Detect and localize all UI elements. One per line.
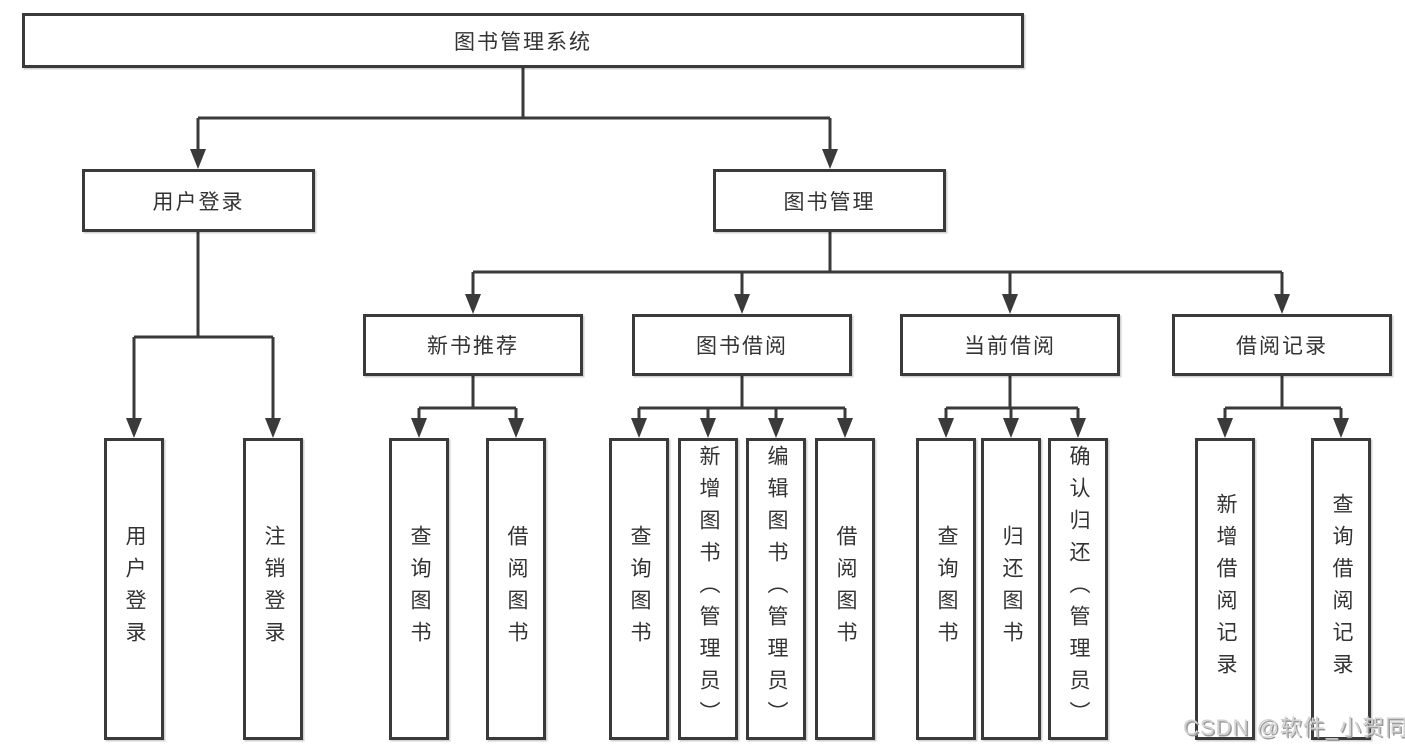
leaf-edit-books-admin: 编辑图书（管理员） <box>746 438 806 740</box>
node-new-book-recommend: 新书推荐 <box>363 314 583 376</box>
leaf-user-login: 用户登录 <box>104 438 164 740</box>
node-label: 查询图书 <box>628 525 651 653</box>
node-label: 查询图书 <box>935 525 958 653</box>
node-label: 当前借阅 <box>964 335 1056 358</box>
node-label: 新增借阅记录 <box>1214 493 1237 685</box>
node-label: 用户登录 <box>123 525 146 653</box>
leaf-query-books-recommend: 查询图书 <box>389 438 449 740</box>
node-label: 借阅图书 <box>505 525 528 653</box>
leaf-query-borrow-record: 查询借阅记录 <box>1311 438 1371 740</box>
node-label: 确认归还（管理员） <box>1067 445 1090 733</box>
leaf-borrow-books-recommend: 借阅图书 <box>486 438 546 740</box>
leaf-logout: 注销登录 <box>243 438 303 740</box>
leaf-query-books-current: 查询图书 <box>916 438 976 740</box>
leaf-add-borrow-record: 新增借阅记录 <box>1195 438 1255 740</box>
leaf-return-books: 归还图书 <box>981 438 1041 740</box>
node-label: 查询图书 <box>408 525 431 653</box>
csdn-watermark: CSDN @软件_小贺同学 <box>1183 715 1405 740</box>
leaf-confirm-return-admin: 确认归还（管理员） <box>1048 438 1108 740</box>
node-label: 借阅图书 <box>834 525 857 653</box>
node-label: 用户登录 <box>152 190 245 214</box>
node-label: 查询借阅记录 <box>1330 493 1353 685</box>
leaf-borrow-books: 借阅图书 <box>815 438 875 740</box>
node-label: 图书管理 <box>783 190 876 214</box>
leaf-query-books-borrowing: 查询图书 <box>609 438 669 740</box>
node-book-borrowing: 图书借阅 <box>632 314 852 376</box>
node-label: 新增图书（管理员） <box>697 445 720 733</box>
node-user-login-branch: 用户登录 <box>82 169 315 232</box>
node-borrow-records: 借阅记录 <box>1172 314 1392 376</box>
node-current-borrowing: 当前借阅 <box>900 314 1120 376</box>
leaf-add-books-admin: 新增图书（管理员） <box>678 438 738 740</box>
node-label: 图书管理系统 <box>454 30 592 54</box>
node-root-system: 图书管理系统 <box>22 13 1024 68</box>
node-book-management-branch: 图书管理 <box>713 169 946 232</box>
node-label: 注销登录 <box>262 525 285 653</box>
node-label: 图书借阅 <box>696 335 788 358</box>
node-label: 归还图书 <box>1000 525 1023 653</box>
node-label: 新书推荐 <box>427 335 519 358</box>
arrowhead-icons <box>126 149 1349 438</box>
node-label: 编辑图书（管理员） <box>765 445 788 733</box>
node-label: 借阅记录 <box>1236 335 1328 358</box>
